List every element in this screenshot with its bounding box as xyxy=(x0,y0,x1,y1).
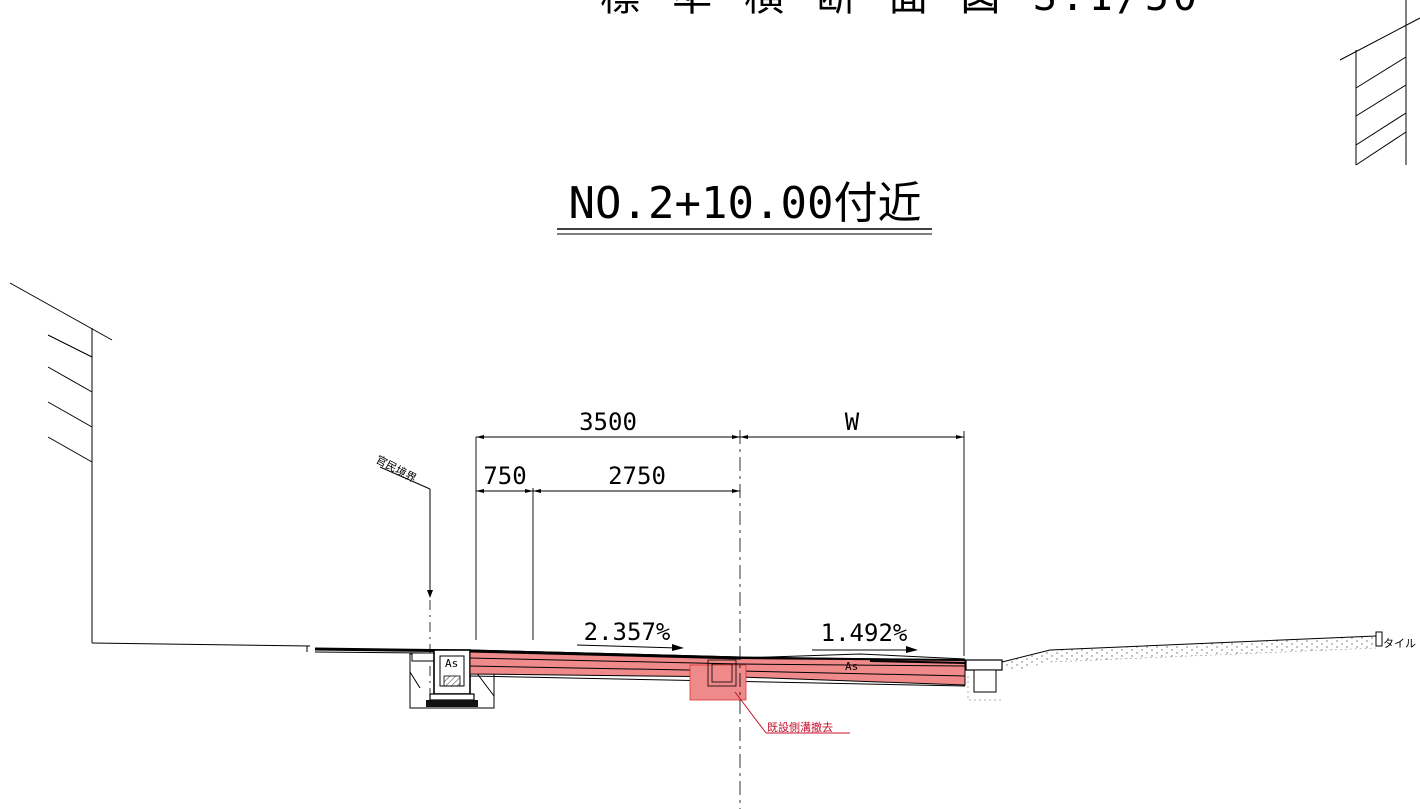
dimension-lines xyxy=(475,431,965,656)
dim-carriageway: 2750 xyxy=(608,462,666,490)
slope-left: 2.357% xyxy=(576,618,684,651)
slope-right-label: 1.492% xyxy=(821,619,908,647)
existing-ground-right: タイル xyxy=(1001,631,1416,672)
tile-label: タイル xyxy=(1383,637,1416,650)
drawing-heading: 標 準 横 断 面 図 S:1/50 xyxy=(600,0,1201,20)
removal-note: 既設側溝撤去 xyxy=(767,720,833,734)
left-side-ditch: As xyxy=(409,649,495,709)
slope-left-label: 2.357% xyxy=(584,618,671,646)
existing-ground-left xyxy=(91,642,311,652)
boundary-marker: 官民境界 xyxy=(374,452,433,710)
pavement-label-right: As xyxy=(845,660,858,673)
dim-total-left: 3500 xyxy=(579,408,637,436)
dim-sidewalk: 750 xyxy=(483,462,526,490)
right-retaining-wall xyxy=(1339,0,1420,166)
pavement-label-left: As xyxy=(445,657,458,670)
left-retaining-wall xyxy=(9,282,113,643)
removed-ditch: 既設側溝撤去 xyxy=(689,659,850,734)
boundary-label: 官民境界 xyxy=(374,452,419,485)
section-title: NO.2+10.00付近 xyxy=(569,178,922,229)
slope-right: 1.492% xyxy=(812,619,918,653)
dim-right-width: W xyxy=(845,408,860,436)
right-curb xyxy=(965,659,1004,701)
